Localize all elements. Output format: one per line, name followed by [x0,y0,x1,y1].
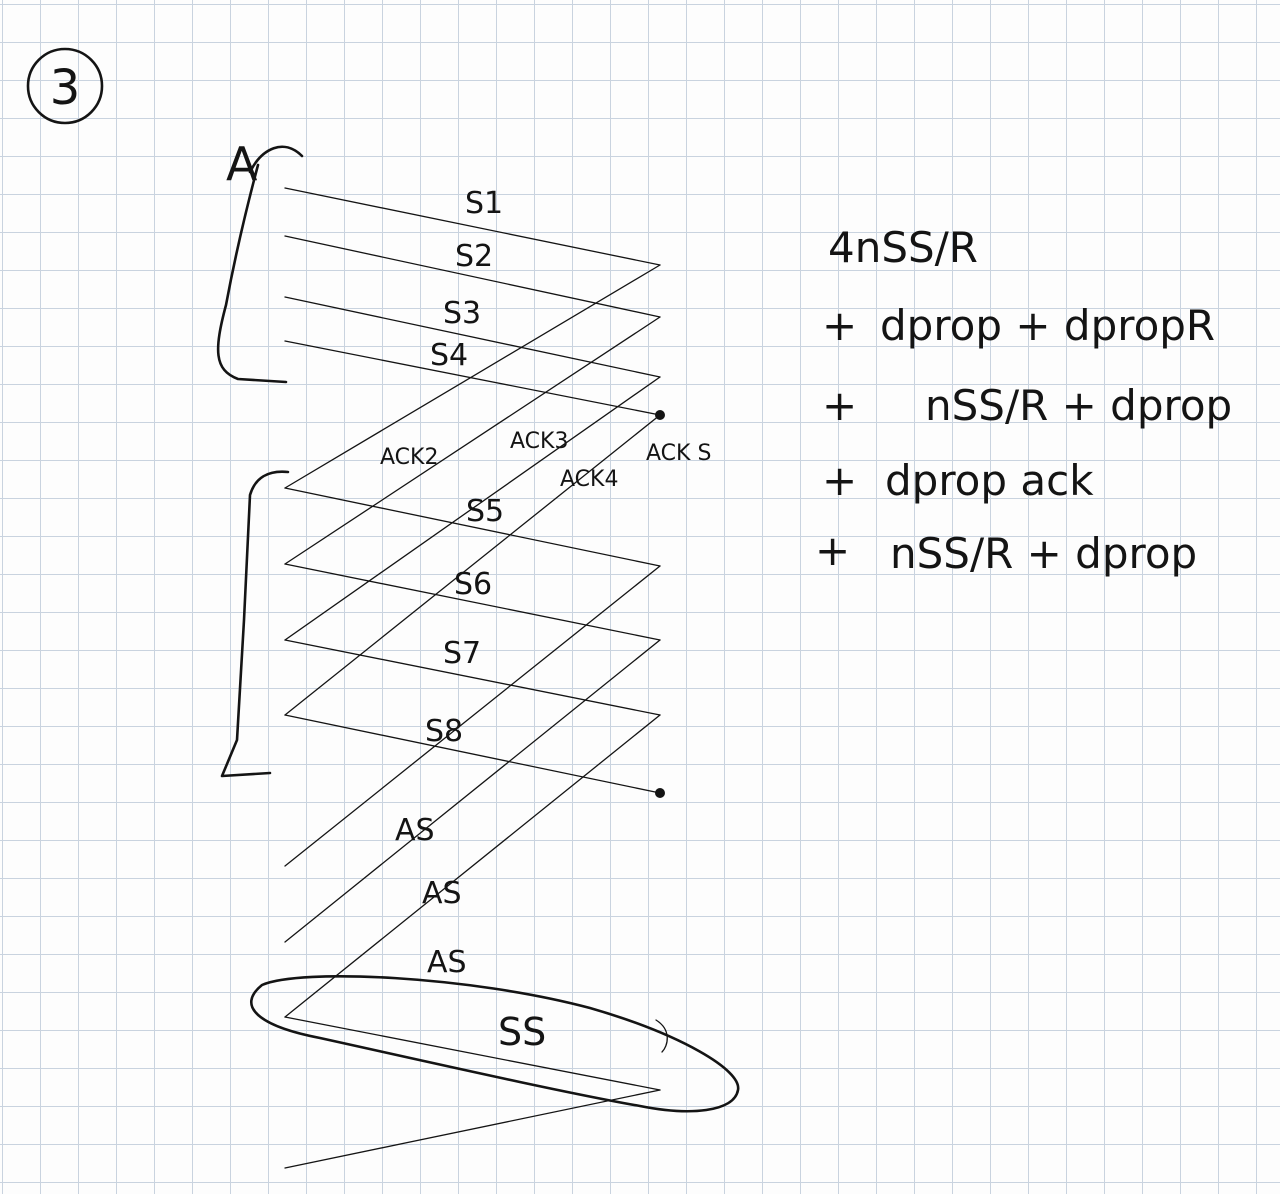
bracket-arc [248,145,304,174]
segment-labels: S1 S2 S3 S4 S5 S6 S7 S8 [425,186,504,749]
segment-label: S8 [425,714,463,749]
segment-label: S6 [454,567,492,602]
formula-term: dprop ack [885,456,1094,505]
formula-plus: + [822,301,857,350]
data-line-s4 [284,340,661,416]
ack-lines [284,264,661,1169]
formula-plus: + [822,456,857,505]
ack-labels: ACK2 ACK3 ACK4 ACK S [380,429,711,492]
segment-label: S1 [465,186,503,221]
segment-label: S2 [455,239,493,274]
ack-line-2 [284,316,661,565]
ack-label: ACK S [646,441,711,466]
as-label: AS [422,876,462,911]
data-lines [284,187,661,1091]
formula-plus: + [815,526,850,575]
as-label: AS [427,945,467,980]
formula-term: dprop + dpropR [880,301,1215,350]
ack-label: ACK3 [510,429,568,454]
bracket-top [216,163,288,384]
as-label: AS [395,813,435,848]
segment-label: S7 [443,636,481,671]
ack-line-4 [284,414,661,716]
formula: 4nSS/R + dprop + dpropR + nSS/R + dprop … [815,223,1232,578]
ss-ellipse [250,975,740,1113]
ack-line-1 [284,264,661,489]
ss-region: SS [250,975,740,1113]
data-line-s7 [284,639,661,716]
bracket-bottom [220,470,290,778]
ack-line-7 [284,714,661,1018]
data-line-s3 [284,296,661,378]
receive-dot-bottom [655,788,665,798]
data-line-s8 [284,714,661,794]
ack-line-6 [284,639,661,943]
step-number-badge: 3 [26,47,104,125]
data-line-s1 [284,187,661,266]
ack-label: ACK4 [560,467,618,492]
ack-line-3 [284,376,661,641]
segment-label: S3 [443,296,481,331]
segment-label: S5 [466,494,504,529]
step-circle [26,47,104,125]
data-line-s2 [284,235,661,318]
ack-line-5 [284,565,661,867]
ack-label: ACK2 [380,445,438,470]
data-line-s5 [284,487,661,567]
ss-ellipse-tail [655,1019,668,1053]
formula-plus: + [822,381,857,430]
step-number: 3 [50,60,81,116]
ss-label: SS [498,1010,546,1054]
data-line-s6 [284,563,661,641]
segment-label: S4 [430,338,468,373]
formula-term: nSS/R + dprop [925,381,1232,430]
formula-term: nSS/R + dprop [890,529,1197,578]
ack-line-8 [284,1089,661,1169]
as-labels: AS AS AS [395,813,467,980]
formula-first-term: 4nSS/R [828,223,978,272]
data-line-ss [284,1016,661,1091]
receive-dot-top [655,410,665,420]
